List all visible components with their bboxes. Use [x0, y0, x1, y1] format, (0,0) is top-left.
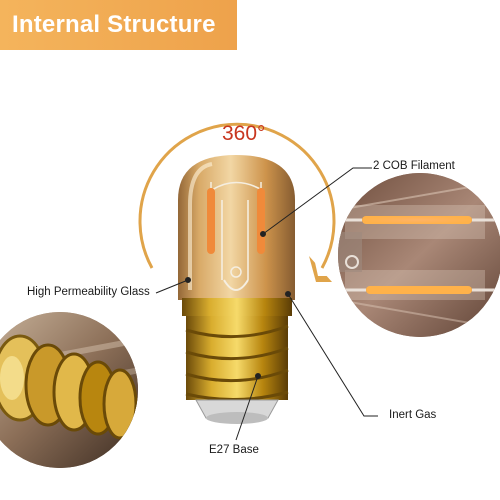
bulb-base-collar: [182, 298, 292, 316]
leader-filament: [262, 167, 372, 235]
bulb: [178, 155, 295, 424]
rotation-arc: [138, 122, 336, 269]
leader-glass: [155, 279, 189, 294]
leader-base: [235, 375, 259, 441]
page-title: Internal Structure: [12, 11, 216, 38]
label-glass: High Permeability Glass: [27, 286, 150, 298]
title-banner: Internal Structure: [0, 0, 237, 50]
filament-closeup: [338, 173, 500, 337]
rotation-label: 360°: [222, 122, 266, 145]
filament-right: [257, 188, 265, 254]
leader-lines: [155, 167, 378, 441]
label-inert-gas: Inert Gas: [389, 409, 437, 421]
leader-gas: [287, 293, 378, 417]
base-closeup: [0, 312, 138, 468]
label-filament: 2 COB Filament: [373, 160, 455, 172]
filament-left: [207, 188, 215, 254]
label-base: E27 Base: [209, 444, 259, 456]
